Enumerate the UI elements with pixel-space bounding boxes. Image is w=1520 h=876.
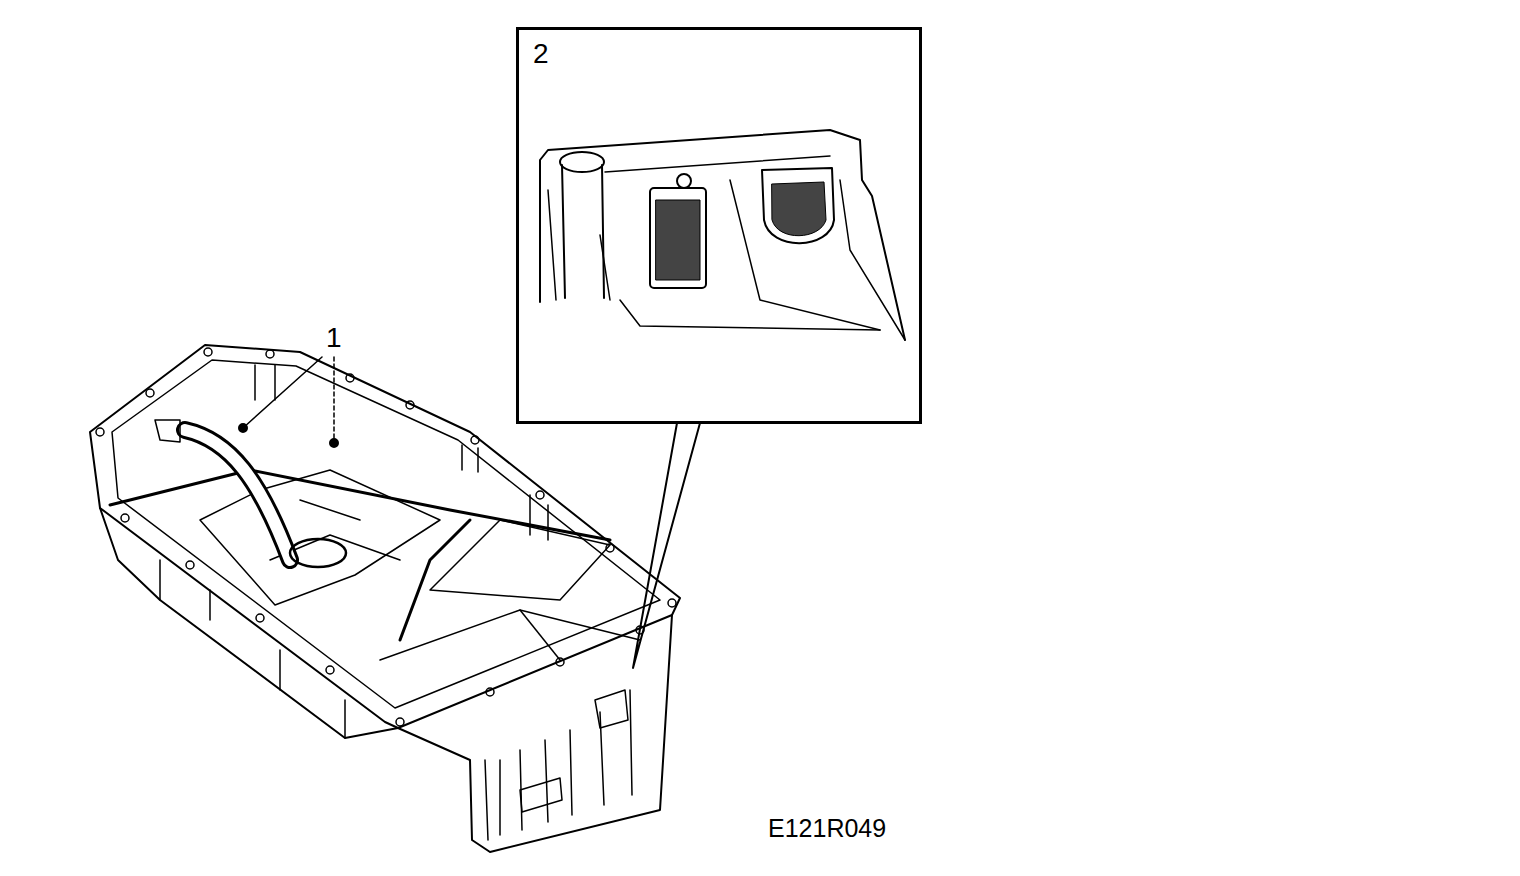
callout-number: 2 <box>531 40 551 68</box>
figure-code: E121R049 <box>768 816 886 841</box>
callout-number: 1 <box>326 324 342 352</box>
detail-view-frame: 2 <box>516 27 922 424</box>
